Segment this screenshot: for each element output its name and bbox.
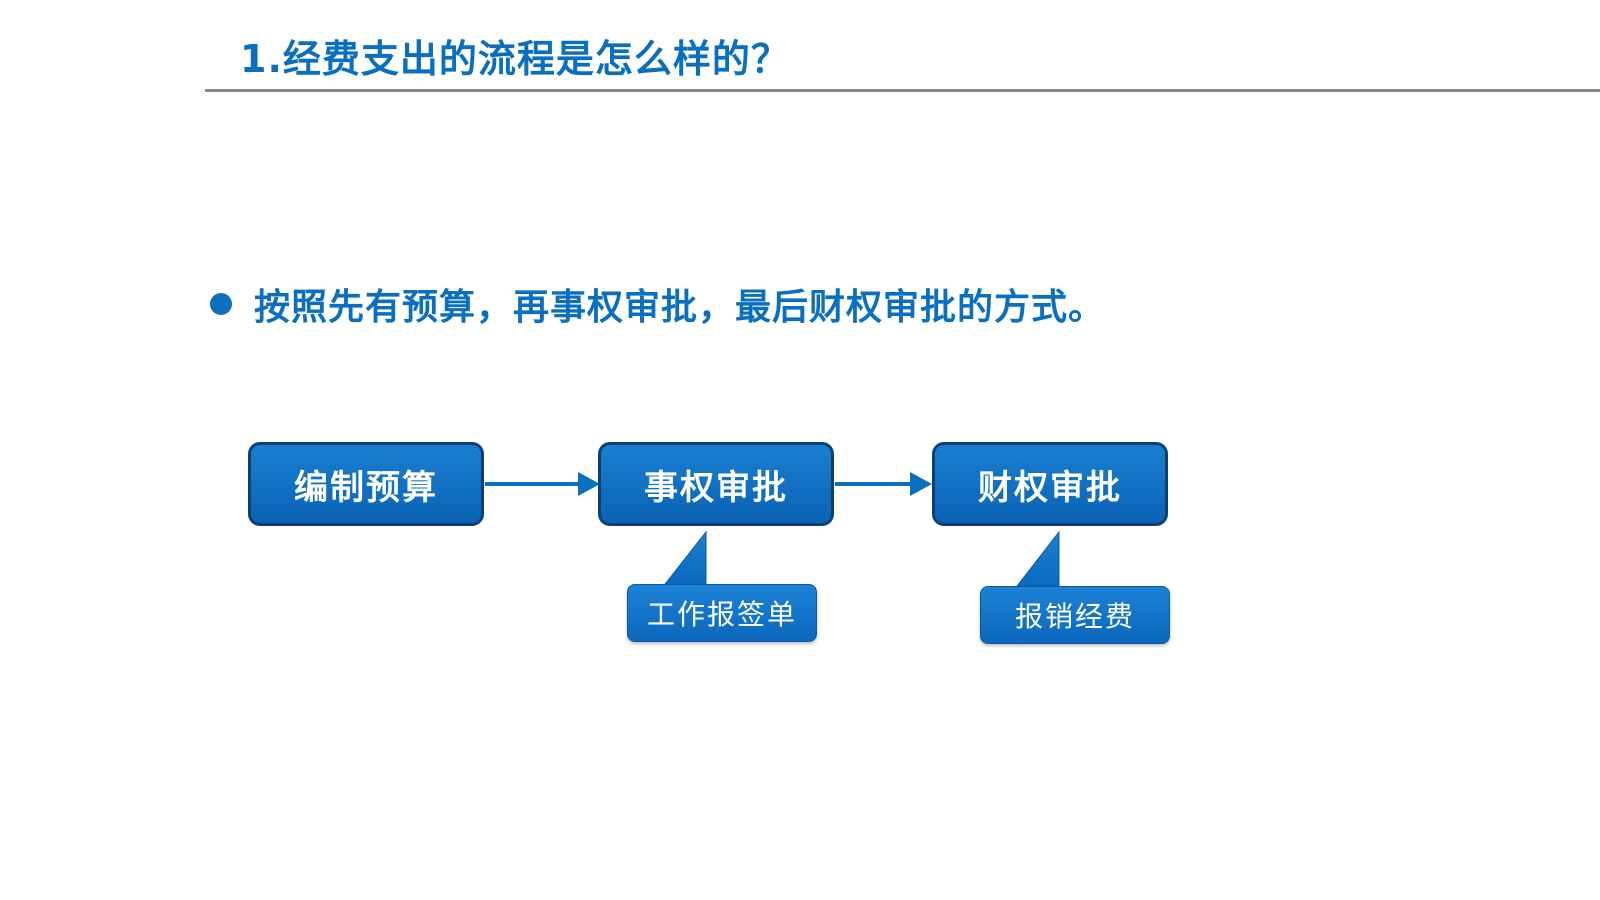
callout-work-form: 工作报签单 bbox=[627, 584, 817, 642]
flow-step-budget: 编制预算 bbox=[248, 442, 484, 526]
callout-tail bbox=[1012, 530, 1060, 591]
callout-reimbursement: 报销经费 bbox=[980, 586, 1170, 644]
bullet-text: 按照先有预算，再事权审批，最后财权审批的方式。 bbox=[254, 287, 1106, 328]
title-divider bbox=[205, 89, 1600, 92]
flow-step-finance-approval: 财权审批 bbox=[932, 442, 1168, 526]
callout-tail bbox=[660, 530, 707, 589]
bullet-item: 按照先有预算，再事权审批，最后财权审批的方式。 bbox=[210, 278, 1105, 330]
flow-arrow bbox=[485, 472, 600, 496]
bullet-dot-icon bbox=[210, 293, 232, 315]
flow-step-business-approval: 事权审批 bbox=[598, 442, 834, 526]
slide-title: 1.经费支出的流程是怎么样的？ bbox=[240, 37, 790, 81]
flow-arrow bbox=[835, 472, 932, 496]
